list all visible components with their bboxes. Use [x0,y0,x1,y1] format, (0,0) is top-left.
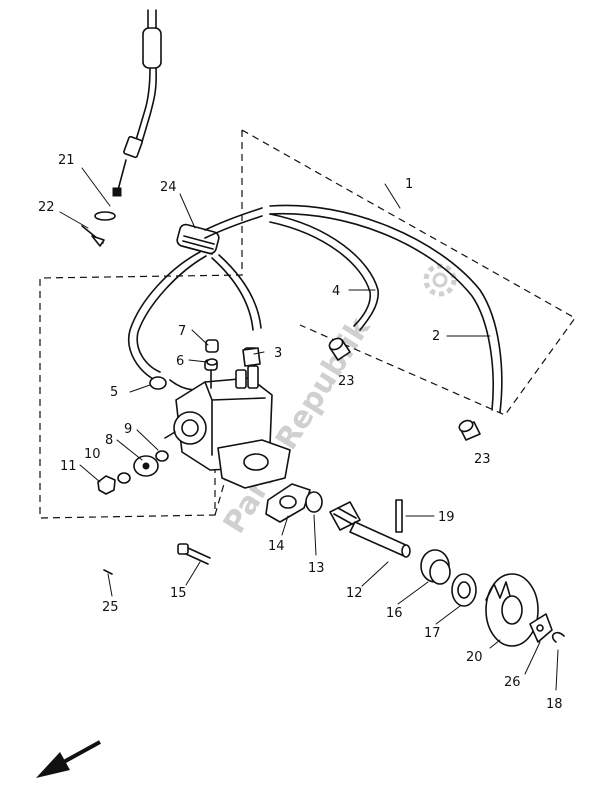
hose-clamp [176,223,220,255]
part-number-26: 26 [504,675,521,690]
cable-clip [94,211,116,221]
oil-pump-body [164,347,291,489]
part-number-17: 17 [424,626,441,641]
part-number-16: 16 [386,606,403,621]
part-number-23a: 23 [338,374,355,389]
front-direction-arrow-icon [36,740,101,778]
part-number-2: 2 [432,329,440,344]
gear-logo-icon [423,263,457,297]
part-number-22: 22 [38,200,55,215]
part-number-6: 6 [176,354,184,369]
part-number-12: 12 [346,586,363,601]
part-number-23b: 23 [474,452,491,467]
banjo-bolt [149,376,167,390]
part-number-5: 5 [110,385,118,400]
part-number-1: 1 [405,177,413,192]
dowel-pin [395,499,403,533]
part-number-20: 20 [466,650,483,665]
cotter-pin [103,569,113,575]
part-number-13: 13 [308,561,325,576]
plain-washer [155,450,169,462]
circlip [551,631,565,643]
part-number-21: 21 [58,153,75,168]
part-number-4: 4 [332,284,340,299]
part-number-8: 8 [105,433,113,448]
pump-pulley [133,455,159,477]
part-number-7: 7 [178,324,186,339]
screw-washer [206,358,218,366]
shaft-collar [420,549,451,585]
part-number-10: 10 [84,447,101,462]
oil-hoses [127,204,503,413]
part-number-3: 3 [274,346,282,361]
oil-pump-cable [112,9,162,197]
part-number-11: 11 [60,459,77,474]
cable-pin [81,225,105,247]
part-number-25: 25 [102,600,119,615]
o-ring [305,491,323,513]
assembly-boundary [39,129,576,519]
part-number-15: 15 [170,586,187,601]
part-number-24: 24 [160,180,177,195]
part-number-14: 14 [268,539,285,554]
drive-plate [529,613,553,643]
mounting-bolt [177,543,211,565]
part-labels: 1 2 3 4 5 6 7 8 9 10 11 12 13 14 15 16 1… [38,153,563,712]
drive-gear [485,573,539,647]
hose-fitting [242,347,261,367]
oil-seal [451,573,477,607]
pump-screw [205,339,219,353]
hose-cap [328,337,351,361]
hose-cap [458,419,481,441]
spring-washer [117,472,131,484]
part-number-9: 9 [124,422,132,437]
leader-lines [59,167,559,691]
pump-gasket [265,483,311,523]
part-number-18: 18 [546,697,563,712]
pump-drive-shaft [329,501,411,558]
hex-nut [97,475,116,495]
part-number-19: 19 [438,510,455,525]
